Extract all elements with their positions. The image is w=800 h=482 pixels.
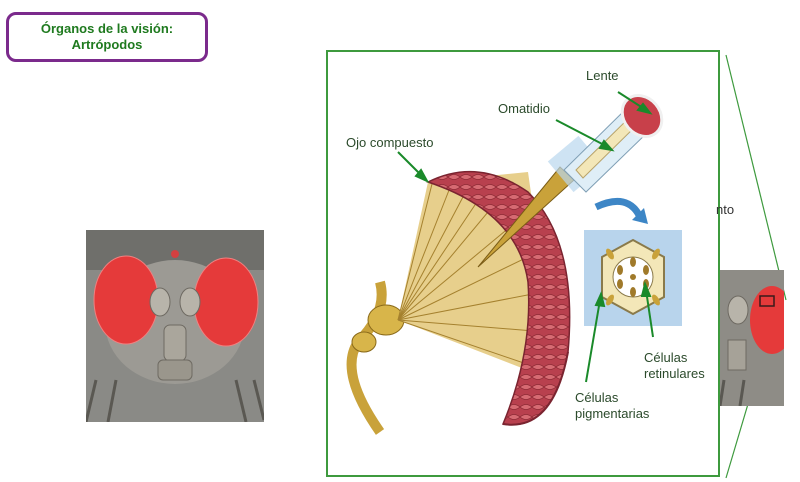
fly-right-eye <box>194 258 258 346</box>
label-celulas-retinulares-1: Células <box>644 350 688 365</box>
fly-side-thumbnail <box>720 270 784 406</box>
label-omatidio: Omatidio <box>498 101 551 116</box>
diagram-illustration <box>346 91 682 435</box>
fly-head-photo <box>86 230 264 422</box>
title-box: Órganos de la visión: Artrópodos <box>6 12 208 62</box>
compound-eye-diagram: Lente Omatidio Ojo compuesto Células ret… <box>326 50 720 477</box>
label-celulas-pigmentarias-2: pigmentarias <box>575 406 650 421</box>
label-celulas-pigmentarias-1: Células <box>575 390 619 405</box>
title-line-1: Órganos de la visión: <box>40 21 174 36</box>
title-line-2: Artrópodos <box>71 37 143 52</box>
partial-text-fragment: nto <box>716 202 735 217</box>
label-lente: Lente <box>586 68 619 83</box>
label-ojo-compuesto: Ojo compuesto <box>346 135 434 150</box>
label-celulas-retinulares-2: retinulares <box>644 366 705 381</box>
fly-left-eye <box>94 256 158 344</box>
